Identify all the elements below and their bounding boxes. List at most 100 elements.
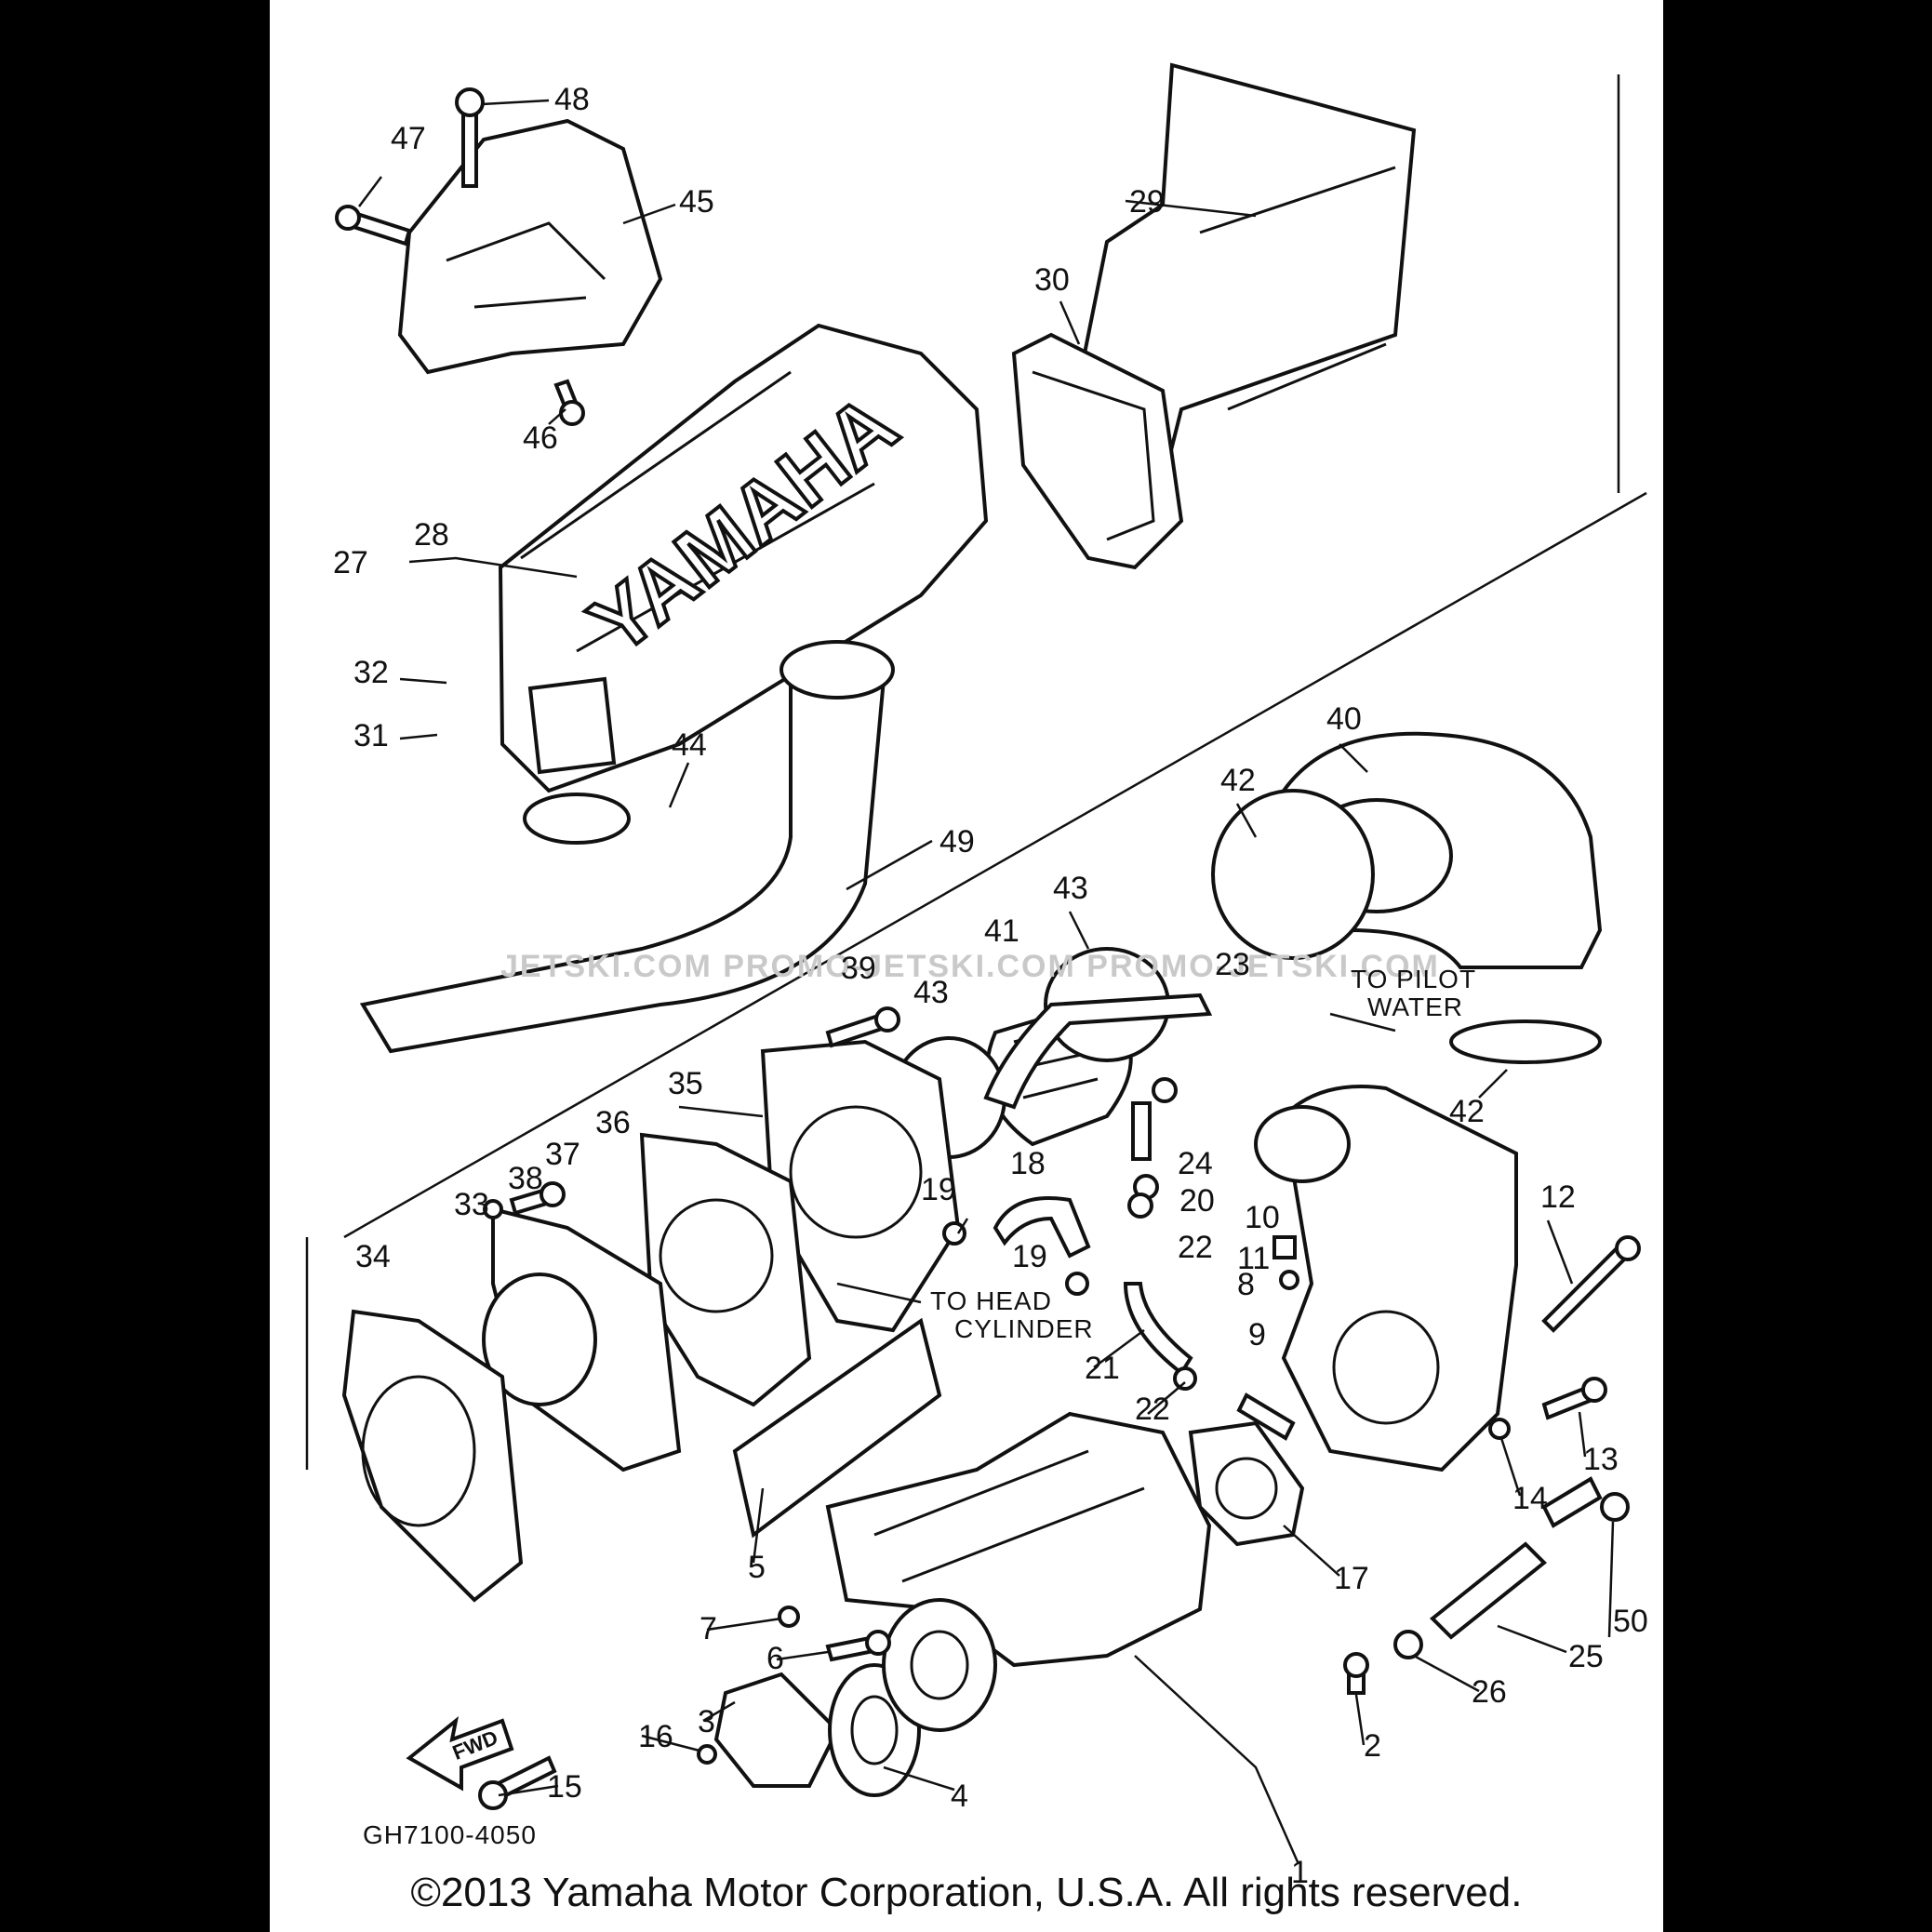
callout-27: 27 bbox=[333, 545, 368, 580]
callout-9: 9 bbox=[1248, 1317, 1266, 1352]
callout-23: 23 bbox=[1215, 947, 1250, 982]
callout-6: 6 bbox=[766, 1641, 784, 1676]
callout-40: 40 bbox=[1326, 701, 1362, 737]
diagram-code: GH7100-4050 bbox=[363, 1820, 537, 1849]
callout-26: 26 bbox=[1472, 1674, 1507, 1710]
callout-17: 17 bbox=[1334, 1561, 1369, 1596]
callout-38: 38 bbox=[508, 1161, 543, 1196]
callout-43: 43 bbox=[1053, 871, 1088, 906]
annotation-text: TO HEAD bbox=[930, 1286, 1052, 1315]
callout-46: 46 bbox=[523, 420, 558, 456]
callout-29: 29 bbox=[1129, 184, 1165, 220]
clamp-50 bbox=[1600, 1492, 1630, 1522]
callout-42: 42 bbox=[1449, 1094, 1485, 1129]
callout-37: 37 bbox=[545, 1137, 580, 1172]
callout-14: 14 bbox=[1512, 1481, 1548, 1516]
exploded-parts-diagram: YAMAHA bbox=[305, 62, 1648, 1890]
callout-1: 1 bbox=[1291, 1855, 1309, 1890]
bolt-13 bbox=[1541, 1377, 1607, 1420]
annotation-text: TO PILOT bbox=[1351, 965, 1476, 993]
callout-25: 25 bbox=[1568, 1639, 1604, 1674]
exhaust-manifold-1 bbox=[825, 1411, 1212, 1668]
callout-10: 10 bbox=[1245, 1200, 1280, 1235]
callout-22: 22 bbox=[1135, 1392, 1170, 1427]
clamp-26 bbox=[1393, 1630, 1423, 1659]
callout-47: 47 bbox=[391, 121, 426, 156]
callout-18: 18 bbox=[1010, 1146, 1046, 1181]
clips-19-20-22-24 bbox=[942, 1077, 1197, 1391]
callout-42: 42 bbox=[1220, 763, 1256, 798]
callout-43: 43 bbox=[913, 975, 949, 1010]
washer-14 bbox=[1488, 1418, 1511, 1440]
callout-19: 19 bbox=[1012, 1239, 1047, 1274]
bolt-47 bbox=[335, 205, 412, 246]
callout-41: 41 bbox=[984, 913, 1019, 949]
bolt-2 bbox=[1343, 1652, 1369, 1695]
callout-50: 50 bbox=[1613, 1604, 1648, 1639]
callout-36: 36 bbox=[595, 1105, 631, 1140]
callout-28: 28 bbox=[414, 517, 449, 553]
washer-7 bbox=[778, 1606, 800, 1628]
bolt-39 bbox=[825, 1006, 900, 1048]
clamp-42-bottom bbox=[1449, 1019, 1602, 1064]
callout-20: 20 bbox=[1179, 1183, 1215, 1219]
callout-2: 2 bbox=[1364, 1728, 1381, 1764]
gasket-34 bbox=[341, 1309, 524, 1603]
washer-16 bbox=[697, 1744, 717, 1765]
callout-34: 34 bbox=[355, 1239, 391, 1274]
callout-22: 22 bbox=[1178, 1230, 1213, 1265]
callout-49: 49 bbox=[939, 824, 975, 859]
gasket-30 bbox=[1011, 332, 1184, 570]
hose-21 bbox=[1123, 1282, 1193, 1376]
bolt-46 bbox=[553, 379, 585, 426]
parts-diagram-sheet: YAMAHA bbox=[270, 0, 1663, 1932]
callout-32: 32 bbox=[353, 655, 389, 690]
intake-silencer-cover-45 bbox=[397, 118, 663, 375]
bolt-12 bbox=[1541, 1235, 1641, 1333]
callout-48: 48 bbox=[554, 82, 590, 117]
clamp-42-top bbox=[1211, 789, 1375, 960]
callout-19: 19 bbox=[921, 1172, 956, 1207]
callout-7: 7 bbox=[700, 1611, 717, 1646]
hose-25 bbox=[1430, 1476, 1603, 1640]
callout-39: 39 bbox=[841, 951, 876, 986]
callout-35: 35 bbox=[668, 1066, 703, 1101]
callout-12: 12 bbox=[1540, 1179, 1576, 1215]
hose-23 bbox=[983, 993, 1213, 1110]
fwd-arrow-icon: FWD bbox=[406, 1716, 514, 1792]
exhaust-pipe-elbow bbox=[1254, 1085, 1518, 1472]
flange-manifold-outlet bbox=[882, 1598, 997, 1732]
callout-13: 13 bbox=[1583, 1442, 1619, 1477]
callout-5: 5 bbox=[748, 1550, 766, 1585]
callout-21: 21 bbox=[1085, 1351, 1120, 1386]
callout-16: 16 bbox=[638, 1719, 673, 1754]
copyright-notice: ©2013 Yamaha Motor Corporation, U.S.A. A… bbox=[410, 1870, 1523, 1915]
hose-49 bbox=[359, 640, 895, 1054]
annotation-text: CYLINDER bbox=[954, 1314, 1094, 1343]
washer-38 bbox=[483, 1199, 503, 1219]
flow-arrows bbox=[836, 1012, 1396, 1304]
callout-24: 24 bbox=[1178, 1146, 1213, 1181]
gasket-5 bbox=[732, 1317, 942, 1539]
callout-15: 15 bbox=[547, 1769, 582, 1805]
callout-8: 8 bbox=[1237, 1267, 1255, 1302]
callout-33: 33 bbox=[454, 1187, 489, 1222]
watermark-text: JETSKI.COM PROMO-JETSKI.COM PROMO-JETSKI… bbox=[500, 949, 1440, 984]
fittings-8-11 bbox=[1236, 1235, 1299, 1441]
bolt-6 bbox=[825, 1630, 891, 1662]
leader-lines bbox=[305, 74, 1647, 1865]
callout-4: 4 bbox=[951, 1779, 968, 1814]
callout-44: 44 bbox=[672, 727, 707, 763]
callout-30: 30 bbox=[1034, 262, 1070, 298]
bolt-15 bbox=[478, 1755, 557, 1810]
bolt-48 bbox=[455, 87, 485, 188]
adapter-33 bbox=[482, 1206, 682, 1472]
annotation-text: WATER bbox=[1367, 993, 1463, 1021]
callout-11: 11 bbox=[1237, 1241, 1270, 1276]
cover-3 bbox=[713, 1672, 840, 1788]
bolt-37 bbox=[509, 1181, 566, 1216]
hose-18 bbox=[993, 1196, 1091, 1259]
callout-45: 45 bbox=[679, 184, 714, 220]
